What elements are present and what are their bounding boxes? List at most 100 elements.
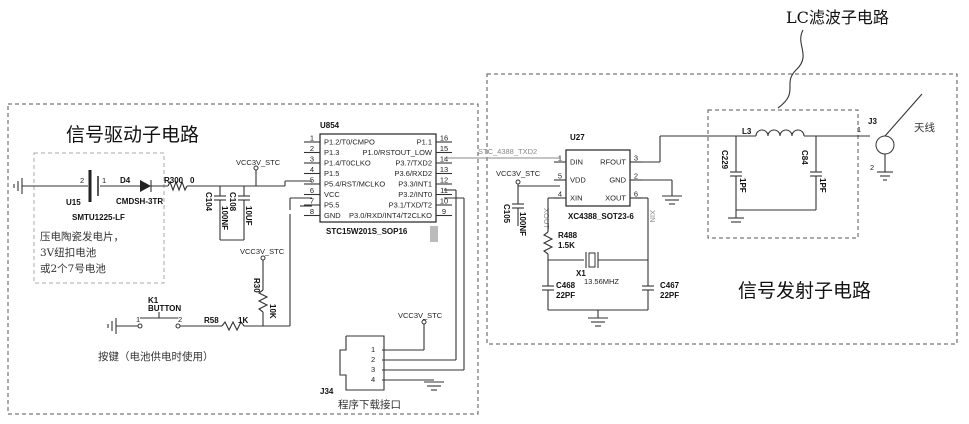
r300-ref: R300 — [164, 176, 184, 185]
ic-pin-number: 4 — [310, 165, 314, 174]
ic-pin-name: P1.4/T0CLKO — [324, 159, 371, 168]
ic-pin-number: 6 — [634, 190, 638, 199]
c104-ref: C104 — [204, 192, 213, 212]
r30-ref: R30 — [252, 278, 261, 293]
ic-pin-name: P5.5 — [324, 201, 339, 210]
k1-part: BUTTON — [148, 304, 181, 313]
ic-pin-number: 13 — [440, 165, 448, 174]
ic-pin-name: P3.7/TXD2 — [395, 159, 432, 168]
ic-pin-number: 16 — [440, 134, 448, 143]
x1-value: 13.56MHZ — [584, 277, 619, 286]
ground-symbol — [662, 196, 682, 204]
ic-pin-name: P1.1 — [417, 138, 432, 147]
ic-pin-number: 14 — [440, 155, 448, 164]
svg-text:4: 4 — [371, 375, 375, 384]
ground-symbol — [108, 318, 116, 334]
battery-note-line-2: 3V纽扣电池 — [40, 246, 97, 259]
vcc-net-label-4: VCC3V_STC — [496, 169, 541, 178]
ic-pin-name: VCC — [324, 190, 340, 199]
vcc-net-label-2: VCC3V_STC — [240, 247, 285, 256]
ic-pin-name: P3.6/RXD2 — [394, 169, 432, 178]
u15-part: SMTU1225-LF — [72, 213, 125, 222]
diode-symbol — [140, 180, 151, 192]
j3-pin-2: 2 — [870, 163, 874, 172]
r488-ref: R488 — [558, 231, 578, 240]
ic-pin-number: 1 — [310, 134, 314, 143]
u27-part: XC4388_SOT23-6 — [568, 212, 634, 221]
battery-note-line-1: 压电陶瓷发电片， — [40, 230, 124, 243]
ic-pin-name: P3.1/TXD/T2 — [389, 201, 432, 210]
d4-part: CMDSH-3TR — [116, 197, 163, 206]
ic-pin-number: 3 — [310, 155, 314, 164]
c108-value: 100NF — [220, 206, 229, 230]
button-note: 按键（电池供电时使用） — [98, 350, 214, 363]
crystal-symbol — [586, 252, 598, 268]
drive-section-title: 信号驱动子电路 — [66, 124, 199, 146]
c229-ref: C229 — [720, 150, 729, 170]
ic-pin-number: 6 — [310, 186, 314, 195]
vcc-net-label-3: VCC3V_STC — [398, 311, 443, 320]
txd-net-label: STC_4388_TXD2 — [478, 147, 537, 156]
download-label: 程序下载接口 — [338, 398, 401, 411]
battery-note-line-3: 或2个7号电池 — [40, 262, 106, 275]
filter-section-title: LC滤波子电路 — [786, 8, 889, 27]
u854-ref: U854 — [320, 121, 340, 130]
capacitor-c84 — [810, 136, 822, 210]
c105-value: 100NF — [518, 212, 527, 236]
j3-ref: J3 — [868, 117, 877, 126]
ic-pin-number: 2 — [310, 144, 314, 153]
ic-pin-number: 5 — [558, 172, 562, 181]
ic-pin-number: 15 — [440, 144, 448, 153]
ic-pin-number: 3 — [634, 154, 638, 163]
c468-value: 22PF — [556, 291, 575, 300]
r30-value: 10K — [268, 304, 277, 319]
ic-pin-number: 9 — [442, 207, 446, 216]
u27-left-pins: DIN1VDD5XIN4 — [554, 154, 586, 203]
u15-pin-2: 2 — [80, 176, 84, 185]
antenna-connector — [876, 136, 894, 154]
capacitor-c468 — [542, 260, 554, 310]
ic-pin-number: 5 — [310, 176, 314, 185]
ic-pin-name: P1.0/RSTOUT_LOW — [363, 148, 433, 157]
u15-pin-1: 1 — [102, 176, 106, 185]
ic-pin-name: VDD — [570, 176, 586, 185]
u15-ref: U15 — [66, 198, 81, 207]
net-port — [254, 166, 258, 170]
ic-pin-name: RFOUT — [600, 158, 626, 167]
antenna-label: 天线 — [914, 121, 935, 134]
net-port — [422, 320, 426, 324]
k1-pin-1: 1 — [136, 315, 140, 324]
filter-section-box — [708, 110, 858, 238]
svg-text:2: 2 — [371, 355, 375, 364]
filter-callout-line — [778, 30, 803, 108]
transmit-section-box — [487, 74, 957, 344]
c-10uf-value: 10UF — [244, 206, 253, 226]
svg-text:1: 1 — [371, 345, 375, 354]
r300-value: 0 — [190, 176, 195, 185]
battery-symbol — [90, 170, 98, 202]
ic-pin-name: P3.2/INT0 — [398, 190, 432, 199]
ic-pin-name: P1.2/T0/CMPO — [324, 138, 375, 147]
c84-value: 1PF — [818, 178, 827, 193]
ic-pin-name: P3.3/INT1 — [398, 180, 432, 189]
header-j34 — [340, 336, 384, 390]
vcc-net-label-1: VCC3V_STC — [236, 158, 281, 167]
d4-ref: D4 — [120, 176, 131, 185]
ic-pin-name: P1.5 — [324, 169, 339, 178]
capacitor-c467 — [642, 260, 654, 310]
ic-pin-name: P1.3 — [324, 148, 339, 157]
ic-pin-number: 12 — [440, 176, 448, 185]
xin-net-label: XIN — [648, 210, 657, 223]
r488-value: 1.5K — [558, 241, 575, 250]
button-contact — [138, 324, 142, 328]
ic-pin-name: GND — [609, 176, 626, 185]
ic-pin-name: P3.0/RXD/INT4/T2CLKO — [349, 211, 432, 220]
ic-pin-name: XIN — [570, 194, 583, 203]
ic-pin-name: P5.4/RST/MCLKO — [324, 180, 385, 189]
net-port — [516, 180, 520, 184]
ic-pin-name: DIN — [570, 158, 583, 167]
ground-symbol — [424, 382, 444, 390]
k1-pin-2: 2 — [178, 315, 182, 324]
resistor-symbol — [259, 290, 267, 312]
